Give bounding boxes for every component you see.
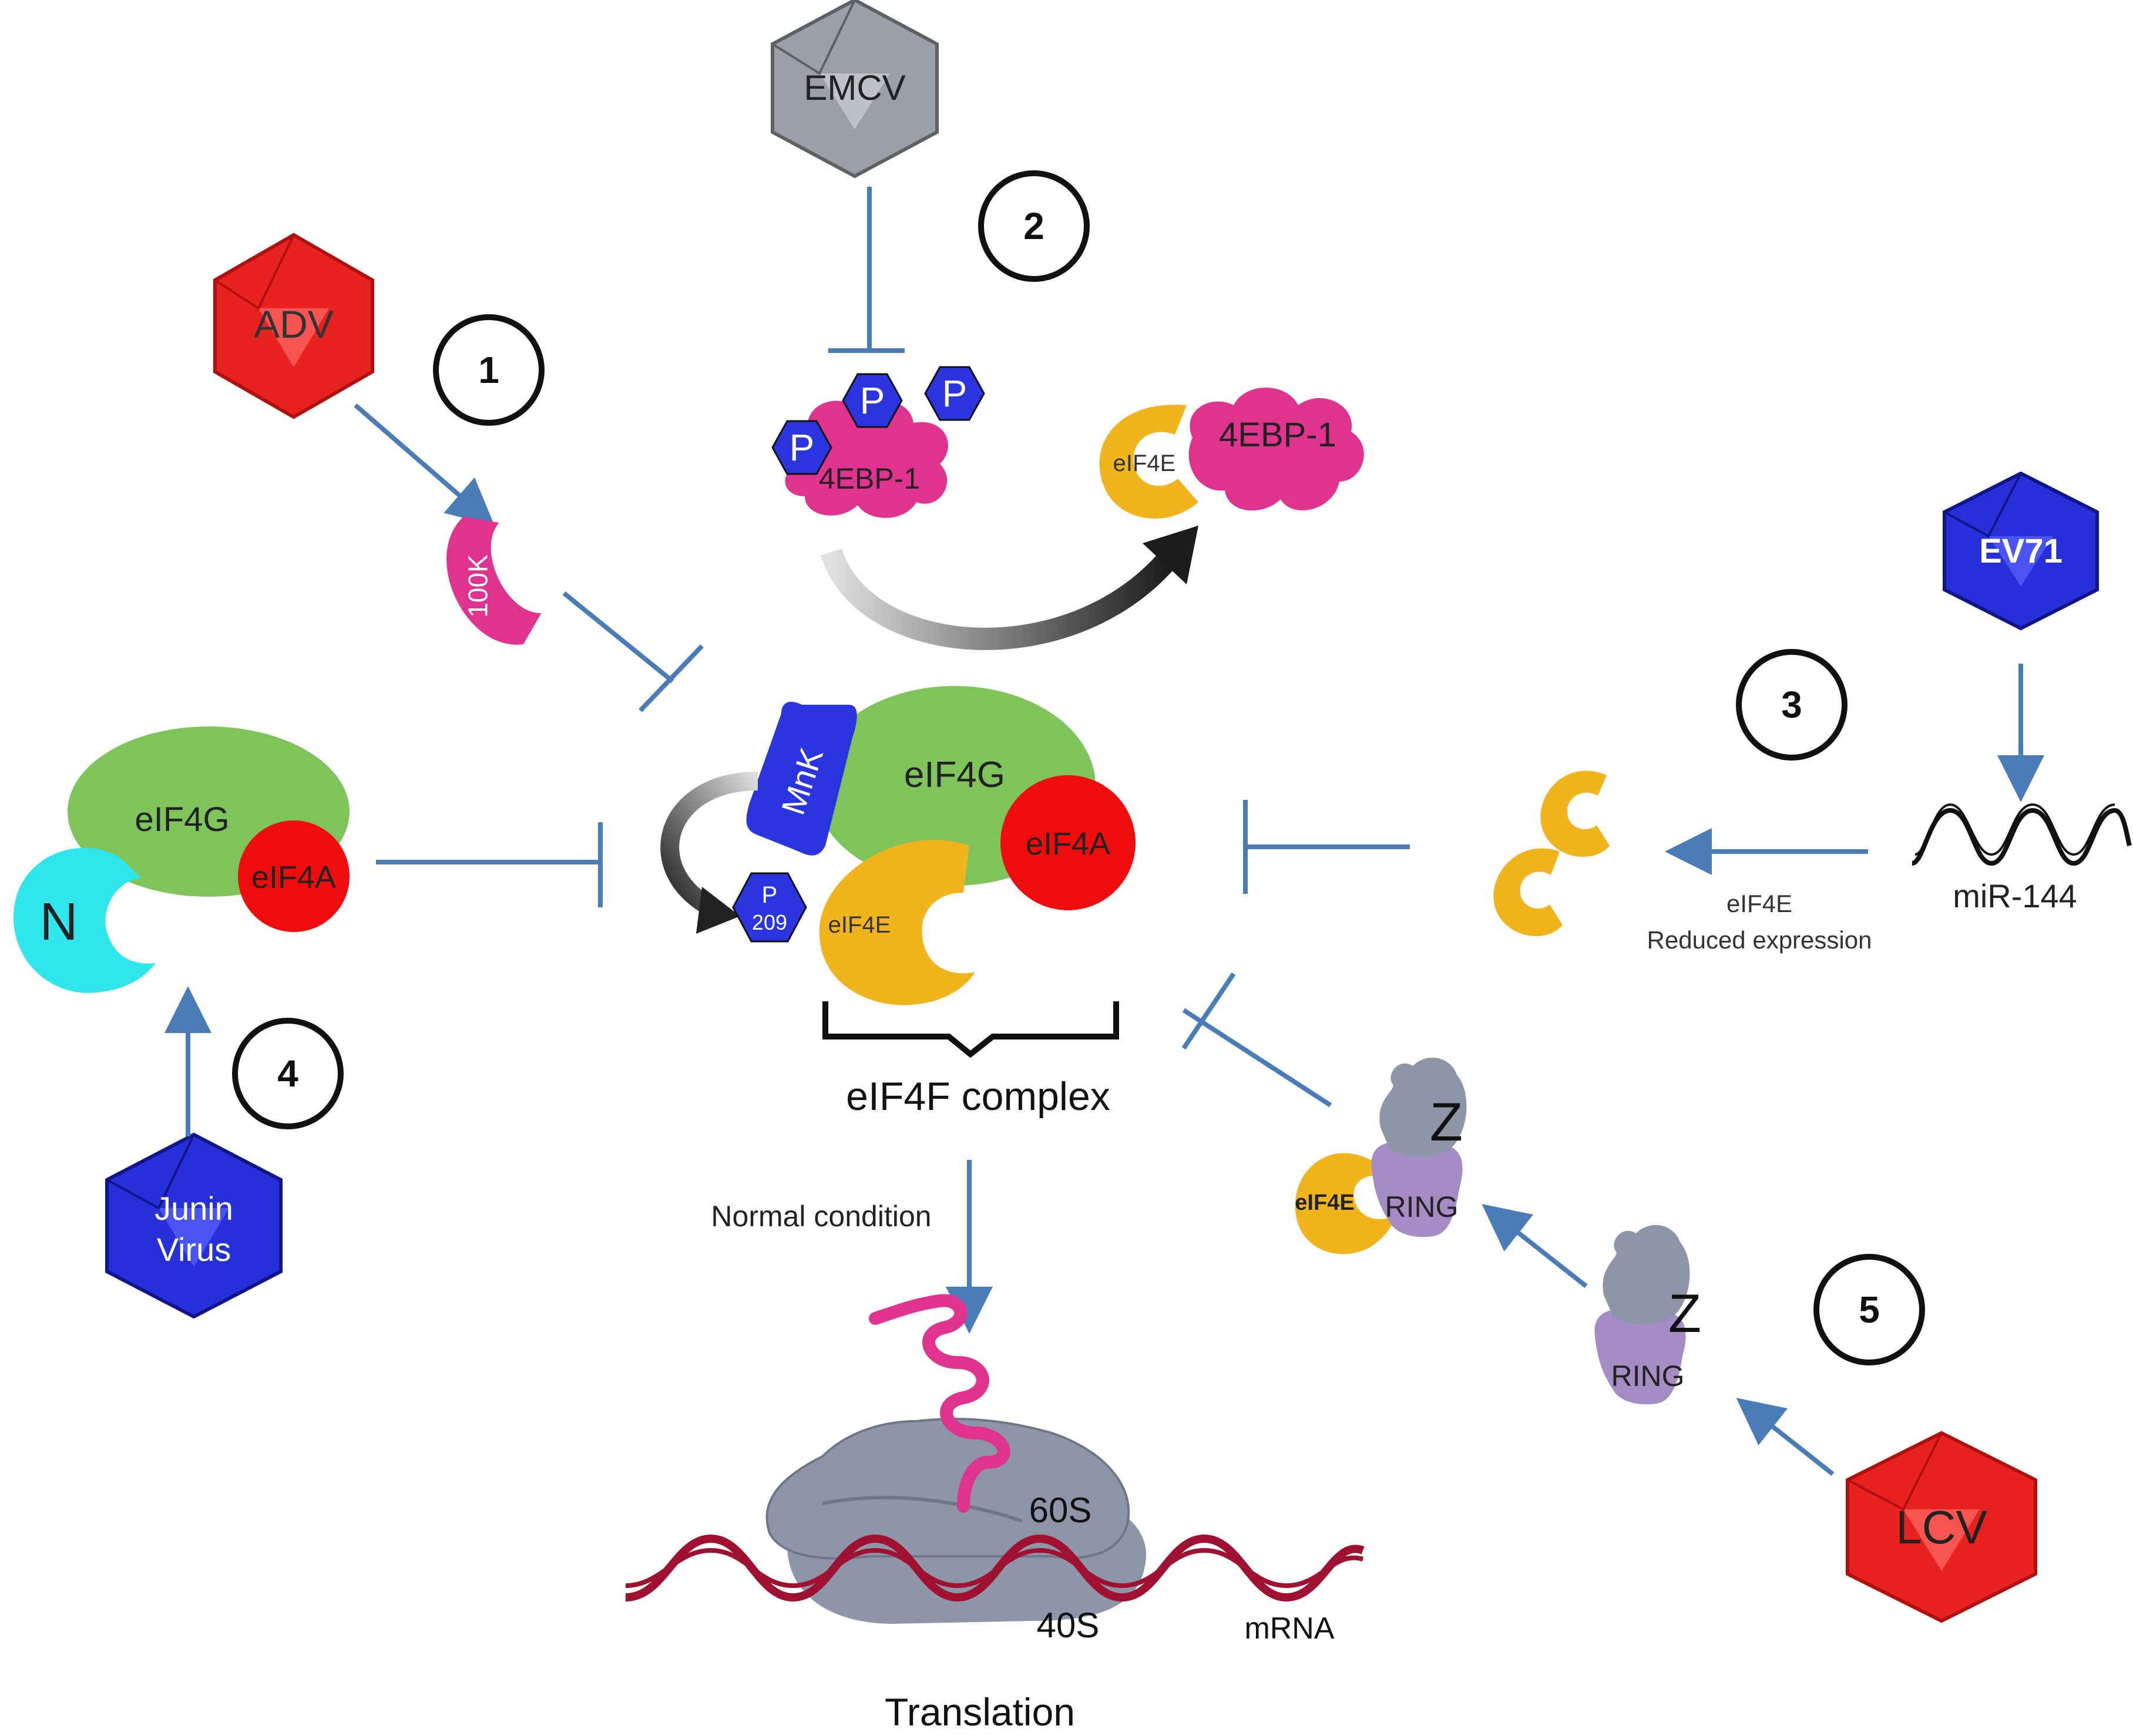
adv-virus-icon: ADV — [213, 233, 374, 419]
z-protein-icon — [1379, 1057, 1467, 1157]
eif4f-complex-label: eIF4F complex — [846, 1074, 1110, 1119]
60s-subunit-icon — [765, 1418, 1130, 1560]
step-5-number: 5 — [1859, 1288, 1880, 1331]
z-label-free: Z — [1668, 1284, 1701, 1344]
translation-group: Normal condition 60S 40S mRNA Translatio… — [625, 1200, 1365, 1734]
step-2-badge: 2 — [978, 170, 1090, 282]
connectors — [164, 187, 2044, 1476]
inhibit-zring-to-complex — [1182, 1008, 1332, 1108]
reduced-eif4e-label-line2: Reduced expression — [1647, 926, 1872, 954]
junin-virus-icon: Junin Virus — [105, 1132, 283, 1319]
phospho-4ebp1-group: 4EBP-1 P P P — [771, 366, 985, 518]
z-label: Z — [1430, 1092, 1463, 1152]
arrow-adv-to-100k — [354, 403, 495, 526]
step-3-number: 3 — [1781, 684, 1802, 726]
curved-arrow-head — [696, 887, 740, 934]
emcv-label: EMCV — [804, 68, 905, 107]
step-1-number: 1 — [478, 349, 499, 391]
ring-domain-icon — [1371, 1141, 1463, 1237]
lcv-label: LCV — [1896, 1501, 1987, 1553]
eif4g-label-center: eIF4G — [904, 755, 1005, 795]
ev71-label: EV71 — [1979, 532, 2063, 570]
step-4-number: 4 — [277, 1052, 298, 1095]
mrna-label: mRNA — [1244, 1611, 1334, 1646]
peptide-chain-icon — [869, 1294, 1010, 1513]
curved-arrow-head — [1143, 526, 1198, 584]
step-3-badge: 3 — [1736, 649, 1848, 761]
z-ring-bound-complex: eIF4E Z RING — [1295, 1057, 1467, 1254]
phosphate-label: P — [790, 426, 815, 469]
complex-bracket — [822, 1001, 1119, 1058]
phosphate-icon: P — [842, 373, 903, 428]
mir144-rna-icon — [1911, 808, 2132, 866]
step-1-badge: 1 — [433, 314, 545, 426]
eif4f-complex: eIF4G eIF4A MnK eIF4E P 209 eIF4F comple… — [660, 686, 1136, 1119]
n-label: N — [40, 893, 78, 951]
mir144-group: miR-144 — [1911, 803, 2132, 914]
bound-eif4e-label: eIF4E — [1113, 450, 1176, 476]
eif4g-label-left: eIF4G — [135, 800, 229, 839]
phosphate-icon: P — [924, 366, 985, 421]
curved-arrow-phosphorylation — [660, 772, 758, 916]
mir144-label: miR-144 — [1953, 877, 2077, 914]
phosphate-209-label-top: P — [762, 882, 778, 908]
translation-label: Translation — [885, 1690, 1075, 1733]
ring-label: RING — [1385, 1190, 1459, 1223]
4ebp1-cloud-icon — [784, 401, 948, 518]
eif4e-4ebp1-bound-complex: 4EBP-1 eIF4E — [1099, 388, 1364, 519]
ring-label-free: RING — [1611, 1360, 1685, 1392]
curved-arrow-dephosphorylation — [820, 548, 1178, 650]
4ebp1-label: 4EBP-1 — [819, 462, 920, 495]
normal-condition-label: Normal condition — [711, 1200, 931, 1233]
4ebp1-cloud-icon — [1188, 388, 1364, 511]
bound-4ebp1-label: 4EBP-1 — [1219, 416, 1336, 454]
eif4e-icon — [1295, 1153, 1395, 1254]
phosphate-209-icon: P 209 — [732, 872, 807, 943]
lcv-virus-icon: LCV — [1846, 1431, 2037, 1623]
eif4a-icon — [238, 820, 350, 932]
step-5-badge: 5 — [1813, 1254, 1925, 1365]
eif4e-icon — [1099, 405, 1198, 519]
phosphate-icon: P — [771, 420, 832, 475]
eif4e-small-icon — [1540, 771, 1610, 857]
n-protein-icon — [13, 847, 156, 993]
step4-complex: eIF4G eIF4A N — [13, 726, 350, 993]
100k-protein-icon: 100K — [446, 516, 542, 645]
reduced-eif4e-label-line1: eIF4E — [1726, 890, 1792, 917]
eif4e-label-center: eIF4E — [828, 912, 891, 938]
phosphate-label: P — [942, 372, 968, 415]
step-2-number: 2 — [1023, 205, 1044, 247]
eif4e-small-icon — [1493, 848, 1563, 937]
eif4a-label-center: eIF4A — [1026, 826, 1110, 862]
emcv-virus-icon: EMCV — [771, 0, 939, 179]
mnk-icon — [746, 702, 857, 856]
100k-label: 100K — [462, 554, 493, 618]
reduced-eif4e-group: eIF4E Reduced expression — [1493, 771, 1872, 954]
40s-label: 40S — [1037, 1606, 1100, 1645]
junin-label-line2: Virus — [157, 1231, 231, 1268]
60s-label: 60S — [1029, 1491, 1092, 1530]
adv-label: ADV — [254, 302, 334, 346]
bound-eif4e-label-z: eIF4E — [1295, 1190, 1354, 1215]
ring-domain-icon — [1594, 1308, 1686, 1405]
eif4a-icon — [1000, 775, 1136, 910]
step-4-badge: 4 — [232, 1018, 344, 1129]
arrow-zring-to-eif4e-complex — [1482, 1204, 1588, 1288]
eif4e-icon — [819, 840, 975, 1005]
junin-label-line1: Junin — [154, 1190, 233, 1227]
ev71-virus-icon: EV71 — [1943, 471, 2099, 631]
z-protein-icon — [1603, 1224, 1690, 1324]
z-ring-free: Z RING — [1594, 1224, 1701, 1405]
phosphate-label: P — [860, 379, 885, 422]
arrow-lcv-to-zring — [1736, 1398, 1835, 1476]
eif4a-label-left: eIF4A — [251, 860, 336, 895]
phosphate-209-label-bottom: 209 — [752, 910, 787, 934]
inhibit-100k-to-complex — [562, 591, 674, 684]
